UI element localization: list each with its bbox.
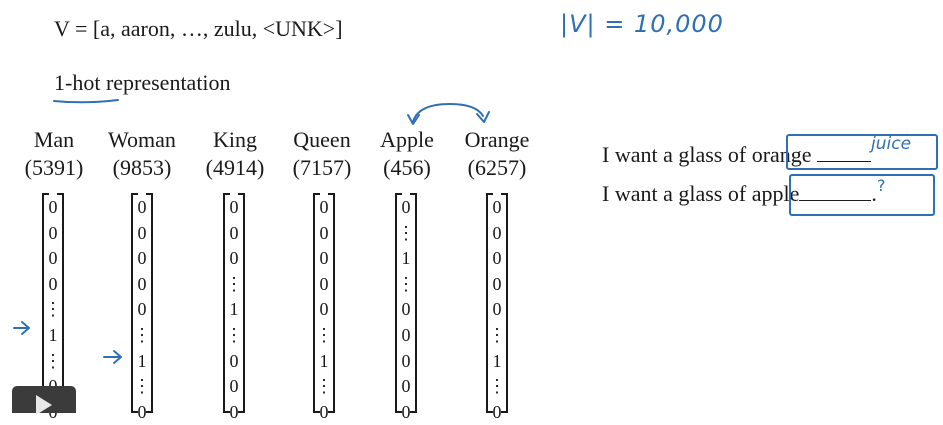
play-icon[interactable] <box>12 386 76 415</box>
word-text: King <box>213 127 257 152</box>
vector-entry: 0 <box>492 222 502 243</box>
vector-entry: ⋮ <box>44 299 62 320</box>
vector-entry: 0 <box>319 222 329 243</box>
vector-entry: 0 <box>401 401 411 422</box>
word-label-queen: Queen (7157) <box>277 126 367 182</box>
word-index: (6257) <box>467 155 527 180</box>
underline-1-hot <box>53 99 119 104</box>
vector-entry: 0 <box>137 401 147 422</box>
vector-entry: 1 <box>401 248 411 269</box>
word-text: Orange <box>464 127 530 152</box>
vector-entry: 0 <box>48 273 58 294</box>
vector-entry: 0 <box>401 324 411 345</box>
one-hot-vector-apple: 0 ⋮ 1 ⋮ 0 0 0 0 0 <box>395 193 417 422</box>
vector-entry: ⋮ <box>315 324 333 345</box>
boxed-word-apple: apple <box>751 181 800 206</box>
vector-entry: 0 <box>319 299 329 320</box>
vector-entry: 1 <box>319 350 329 371</box>
word-index: (5391) <box>24 155 84 180</box>
vector-entry: 0 <box>137 273 147 294</box>
vector-entry: 0 <box>48 248 58 269</box>
vector-entry: 0 <box>401 376 411 397</box>
one-hot-vector-king: 0 0 0 ⋮ 1 ⋮ 0 0 0 <box>223 193 245 422</box>
blank-line <box>799 182 872 201</box>
word-text: Woman <box>108 127 176 152</box>
vector-entry: 0 <box>401 197 411 217</box>
vector-entry: 0 <box>492 248 502 269</box>
word-label-man: Man (5391) <box>9 126 99 182</box>
vector-entry: 0 <box>137 222 147 243</box>
word-text: Man <box>33 127 75 152</box>
one-hot-vector-woman: 0 0 0 0 0 ⋮ 1 ⋮ 0 <box>131 193 153 422</box>
vector-entry: 0 <box>229 197 239 217</box>
sentence-orange: I want a glass of orange <box>602 142 872 168</box>
vector-entry: ⋮ <box>225 324 243 345</box>
sentence-prefix: I want a glass of <box>602 142 752 167</box>
vector-entry: ⋮ <box>225 273 243 294</box>
word-label-woman: Woman (9853) <box>97 126 187 182</box>
word-label-orange: Orange (6257) <box>452 126 542 182</box>
sentence-apple: I want a glass of apple. <box>602 181 877 206</box>
vector-entry: ⋮ <box>315 376 333 397</box>
word-text: Apple <box>380 127 434 152</box>
word-index: (4914) <box>205 155 265 180</box>
vector-entry: 0 <box>319 248 329 269</box>
vector-entry: 0 <box>319 273 329 294</box>
vector-entry: 0 <box>137 197 147 217</box>
handwritten-question-mark: ? <box>877 176 886 195</box>
vocabulary-definition: V = [a, aaron, …, zulu, <UNK>] <box>54 16 343 41</box>
vector-entry: 0 <box>319 197 329 217</box>
vector-entry: 0 <box>137 248 147 269</box>
vector-entry: 0 <box>48 222 58 243</box>
section-heading: 1-hot representation <box>54 70 231 95</box>
arrow-to-woman-one <box>103 350 122 364</box>
vector-entry: 0 <box>401 299 411 320</box>
arrowhead-orange <box>476 111 490 123</box>
word-label-apple: Apple (456) <box>362 126 452 182</box>
vocab-size-annotation: |V| = 10,000 <box>560 10 724 38</box>
vector-entry: 1 <box>229 299 239 320</box>
arc-arrow-apple-to-orange <box>412 103 484 123</box>
vector-entry: ⋮ <box>397 273 415 294</box>
vector-entry: 0 <box>401 350 411 371</box>
vector-entry: ⋮ <box>397 222 415 243</box>
vector-entry: 0 <box>229 222 239 243</box>
vector-entry: 0 <box>492 273 502 294</box>
vector-entry: 0 <box>229 376 239 397</box>
blank-line <box>817 143 872 162</box>
word-label-king: King (4914) <box>190 126 280 182</box>
arrowhead-apple <box>407 114 420 125</box>
vector-entry: 0 <box>137 299 147 320</box>
word-index: (456) <box>383 155 431 180</box>
vector-entry: 1 <box>48 324 58 345</box>
boxed-word-orange: orange <box>751 142 812 167</box>
vector-entry: ⋮ <box>133 324 151 345</box>
word-index: (7157) <box>292 155 352 180</box>
arrow-to-man-one <box>13 321 30 335</box>
word-index: (9853) <box>112 155 172 180</box>
one-hot-vector-orange: 0 0 0 0 0 ⋮ 1 ⋮ 0 <box>486 193 508 422</box>
vector-entry: 0 <box>319 401 329 422</box>
vector-entry: 0 <box>492 401 502 422</box>
word-text: Queen <box>293 127 351 152</box>
handwritten-juice: juice <box>871 134 912 154</box>
vector-entry: ⋮ <box>133 376 151 397</box>
one-hot-vector-queen: 0 0 0 0 0 ⋮ 1 ⋮ 0 <box>313 193 335 422</box>
vector-entry: 1 <box>492 350 502 371</box>
vector-entry: ⋮ <box>488 324 506 345</box>
sentence-prefix: I want a glass of <box>602 181 752 206</box>
vector-entry: 1 <box>137 350 147 371</box>
vector-entry: 0 <box>229 401 239 422</box>
vector-entry: ⋮ <box>44 350 62 371</box>
vector-entry: 0 <box>492 197 502 217</box>
vector-entry: 0 <box>48 197 58 217</box>
vector-entry: 0 <box>229 248 239 269</box>
vector-entry: 0 <box>229 350 239 371</box>
vector-entry: 0 <box>492 299 502 320</box>
vector-entry: ⋮ <box>488 376 506 397</box>
